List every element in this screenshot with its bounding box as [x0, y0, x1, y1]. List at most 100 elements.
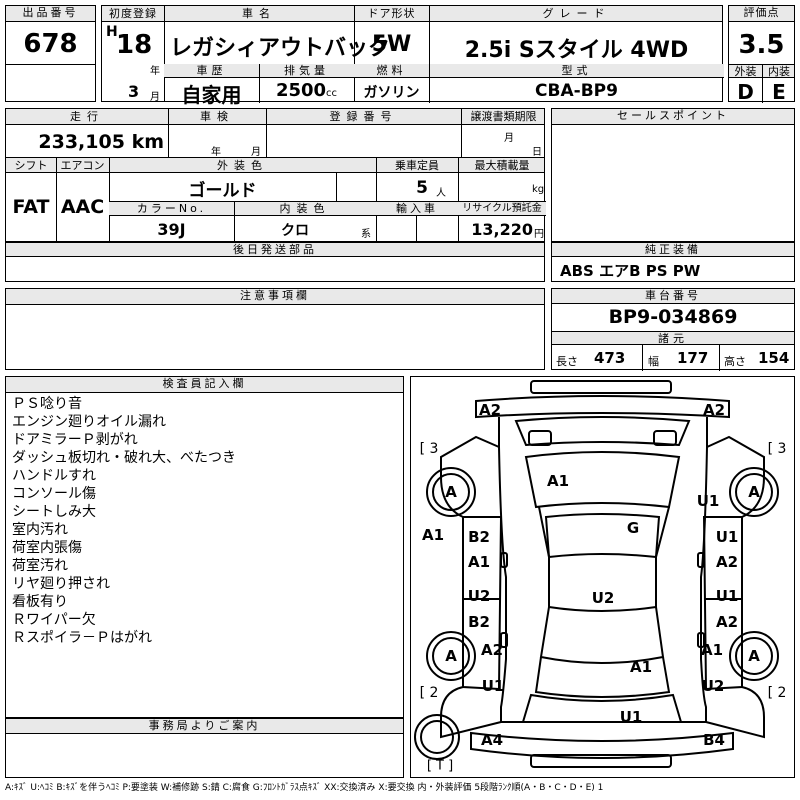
note-line: リヤ廻り押され — [12, 576, 110, 592]
chassis-box: 車台番号 BP9-034869 諸元 長さ 473 幅 177 高さ 154 — [551, 288, 795, 371]
note-line: シートしみ大 — [12, 504, 96, 520]
height-label: 高さ — [724, 355, 746, 368]
recycle-label: リサイクル預託金 — [462, 203, 542, 214]
height-value: 154 — [758, 349, 790, 367]
damage-mark: U2 — [591, 589, 615, 607]
model-value: CBA-BP9 — [535, 81, 618, 101]
capacity-label: 乗車定員 — [395, 159, 439, 172]
transfer-day-unit: 日 — [532, 147, 542, 158]
later-parts-box: 後日発送部品 — [5, 242, 545, 282]
length-value: 473 — [594, 349, 626, 367]
sales-points-box: セールスポイント — [551, 108, 795, 242]
caution-box: 注意事項欄 — [5, 288, 545, 370]
car-name-label: 車名 — [242, 7, 276, 20]
caution-label: 注意事項欄 — [6, 289, 544, 305]
note-line: ＰＳ唸り音 — [12, 396, 82, 412]
doors-value: 5W — [371, 32, 412, 57]
color-no-label: カラーNo. — [136, 202, 207, 215]
int-color-unit: 系 — [361, 229, 371, 240]
office-label: 事務局よりご案内 — [6, 718, 403, 734]
bracket-3-left: [ 3 — [419, 441, 439, 457]
damage-mark: A2 — [715, 553, 739, 571]
transfer-month-unit: 月 — [504, 133, 514, 144]
reg-year-unit: 年 — [150, 66, 160, 77]
damage-mark: B2 — [468, 613, 490, 631]
note-line: 看板有り — [12, 594, 68, 610]
note-line: コンソール傷 — [12, 486, 96, 502]
damage-mark: A — [748, 483, 760, 501]
width-label: 幅 — [648, 355, 659, 368]
equipment-label: 純正装備 — [552, 242, 794, 257]
recycle-unit: 円 — [534, 229, 544, 240]
ext-color-value: ゴールド — [188, 181, 257, 201]
bracket-3-right: [ 3 — [767, 441, 787, 457]
mileage-label: 走行 — [70, 110, 104, 123]
grade-value: 2.5i Sスタイル 4WD — [464, 38, 689, 63]
color-no-value: 39J — [157, 220, 186, 239]
damage-mark: U2 — [467, 587, 491, 605]
history-label: 車歴 — [196, 64, 227, 77]
damage-mark: U1 — [715, 587, 739, 605]
legend: A:ｷｽﾞ U:ﾍｺﾐ B:ｷｽﾞを伴うﾍｺﾐ P:要塗装 W:補修跡 S:錆 … — [5, 783, 604, 793]
score-label: 評価点 — [729, 6, 794, 22]
equipment-box: 純正装備 ABS エアB PS PW — [551, 242, 795, 282]
damage-mark: A1 — [467, 553, 491, 571]
damage-mark: B2 — [468, 528, 490, 546]
mileage-grid: 走行 車検 登録番号 譲渡書類期限 233,105 km 年 月 月 日 — [5, 108, 545, 158]
damage-mark: A1 — [629, 658, 653, 676]
note-line: 荷室汚れ — [12, 558, 68, 574]
capacity-value: 5 — [416, 178, 428, 198]
displacement-label: 排気量 — [284, 64, 329, 77]
damage-mark: A2 — [478, 401, 502, 419]
maxload-label: 最大積載量 — [474, 159, 530, 172]
doors-label: ドア形状 — [367, 7, 416, 20]
inspection-label: 車検 — [200, 110, 234, 123]
inspection-year-unit: 年 — [211, 147, 221, 158]
score-box: 評価点 3.5 外装 内装 D E — [728, 5, 795, 104]
spec-grid: シフト エアコン 外装色 乗車定員 最大積載量 FAT AAC ゴールド 5 人… — [5, 158, 546, 242]
reg-month-unit: 月 — [150, 92, 160, 103]
damage-mark: U2 — [701, 677, 725, 695]
reg-month: 3 — [128, 82, 140, 101]
equipment-value: ABS エアB PS PW — [560, 262, 701, 280]
int-score: E — [772, 80, 786, 104]
capacity-unit: 人 — [436, 188, 446, 199]
bracket-2-right: [ 2 — [767, 685, 787, 701]
reg-label: 初度登録 — [109, 7, 157, 20]
damage-mark: A — [445, 483, 457, 501]
damage-mark: U1 — [619, 708, 643, 726]
car-name: レガシィアウトバック — [170, 36, 391, 61]
damage-mark: U1 — [481, 677, 505, 695]
grade-label: グレード — [542, 7, 611, 20]
note-line: Ｒワイパー欠 — [12, 612, 96, 628]
car-outline — [414, 380, 779, 768]
reg-year: 18 — [116, 30, 153, 60]
dims-label: 諸元 — [658, 332, 688, 345]
damage-mark: A — [748, 647, 760, 665]
reg-era: H — [106, 24, 118, 40]
ext-score: D — [737, 80, 754, 104]
model-label: 型式 — [561, 64, 592, 77]
chassis-value: BP9-034869 — [608, 306, 738, 328]
inspection-month-unit: 月 — [251, 147, 261, 158]
score-value: 3.5 — [738, 30, 785, 60]
int-color-value: クロ — [281, 223, 309, 239]
sales-points-label: セールスポイント — [552, 109, 794, 125]
bracket-2-left: [ 2 — [419, 685, 439, 701]
damage-mark: A1 — [546, 472, 570, 490]
int-color-label: 内装色 — [279, 202, 331, 215]
damage-mark: A1 — [421, 526, 445, 544]
length-label: 長さ — [556, 355, 578, 368]
displacement-unit: cc — [326, 88, 338, 99]
bracket-t: [ T ] — [426, 758, 454, 774]
damage-mark: U1 — [696, 492, 720, 510]
car-diagram: [ 3 [ 3 [ 2 [ 2 [ T ] A2 A2 A A A1 U1 A1… — [410, 376, 795, 778]
note-line: ハンドルすれ — [12, 468, 96, 484]
note-line: 室内汚れ — [12, 522, 68, 538]
history-value: 自家用 — [181, 83, 242, 107]
inspector-notes: ＰＳ唸り音 エンジン廻りオイル漏れ ドアミラーＰ剥がれ ダッシュ板切れ・破れ大、… — [12, 395, 392, 647]
shift-label: シフト — [14, 159, 48, 172]
damage-mark: B4 — [703, 731, 725, 749]
damage-mark: A2 — [715, 613, 739, 631]
note-line: エンジン廻りオイル漏れ — [12, 414, 166, 430]
